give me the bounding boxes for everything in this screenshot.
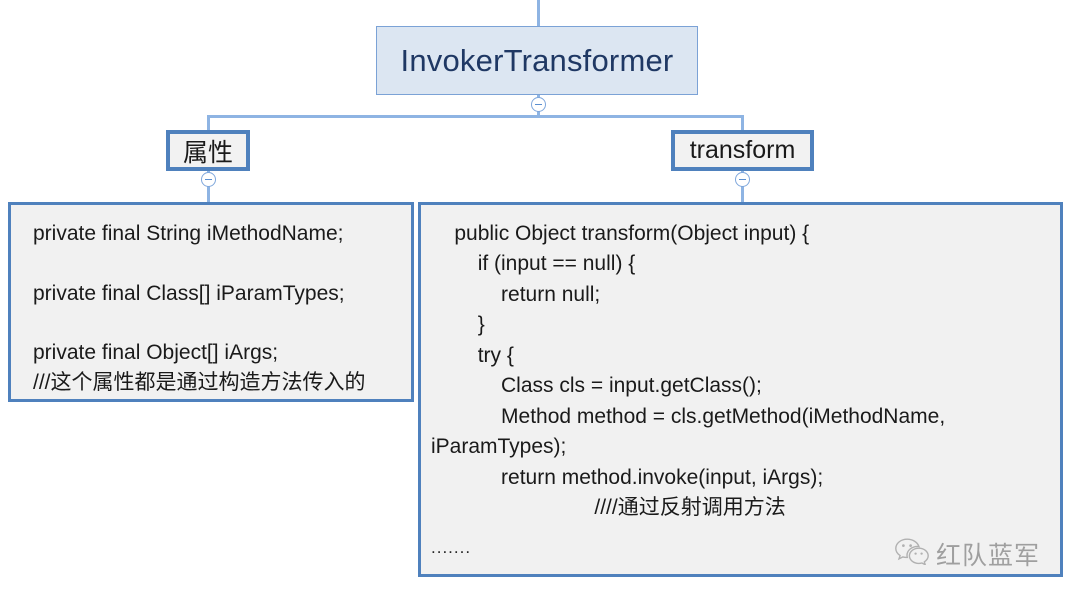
transform-collapse-icon[interactable]	[735, 172, 750, 187]
node-invoker-transformer[interactable]: InvokerTransformer	[376, 26, 698, 95]
node-attributes-label: 属性	[182, 138, 233, 167]
node-attributes[interactable]: 属性	[166, 130, 250, 171]
attributes-collapse-icon[interactable]	[201, 172, 216, 187]
transform-code-text: public Object transform(Object input) { …	[431, 222, 946, 519]
node-invoker-transformer-label: InvokerTransformer	[400, 42, 674, 78]
connector-root-top	[537, 0, 540, 26]
transform-truncation-marker: .......	[431, 538, 472, 557]
code-box-transform: public Object transform(Object input) { …	[418, 202, 1063, 577]
attributes-code-text: private final String iMethodName; privat…	[33, 222, 366, 395]
node-transform[interactable]: transform	[671, 130, 814, 171]
connector-to-transform	[741, 115, 744, 131]
node-transform-label: transform	[689, 136, 796, 164]
root-collapse-icon[interactable]	[531, 97, 546, 112]
connector-to-attributes	[207, 115, 210, 131]
connector-branch-horizontal	[208, 115, 743, 118]
code-box-attributes: private final String iMethodName; privat…	[8, 202, 414, 402]
